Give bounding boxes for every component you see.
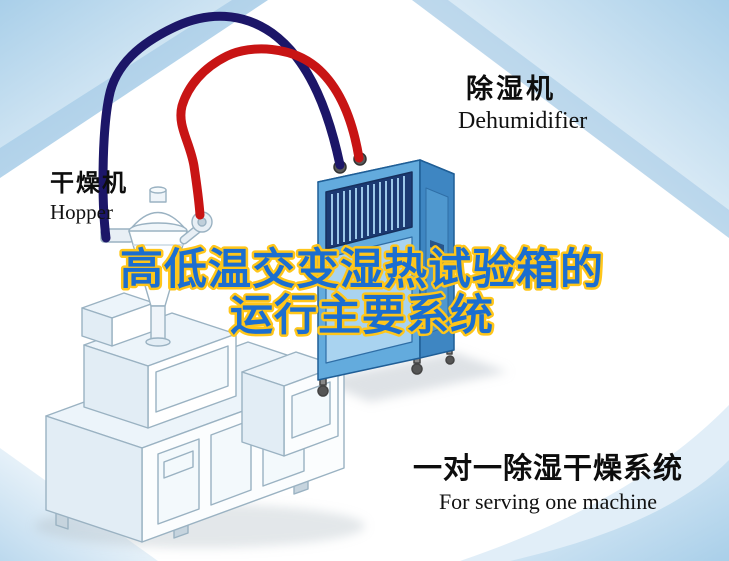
dehumidifier-label-en: Dehumidifier [458,108,588,135]
bottom-caption-cn: 一对一除湿干燥系统 [412,451,683,485]
corner-top-left [0,0,268,178]
main-title: 高低温交变湿热试验箱的 运行主要系统 [118,243,606,344]
hopper-label-en: Hopper [50,199,113,224]
dehumidifier-grille [325,171,413,250]
bottom-caption: 一对一除湿干燥系统 For serving one machine [402,451,694,515]
dehumidifier-front-panel [325,236,413,364]
return-air-pipe [98,11,345,243]
hopper-neck [150,305,166,343]
main-title-line2: 运行主要系统 [230,291,494,341]
extruder-machine [45,292,345,543]
corner-top-left-streak [0,0,268,178]
pipes [98,11,364,243]
corner-bottom-right [510,460,729,561]
dehumidifier-label-cn: 除湿机 [466,74,556,105]
dry-air-pipe [176,44,364,220]
bottom-caption-en: For serving one machine [438,489,658,515]
hopper-label-cn: 干燥机 [50,169,128,197]
corner-top-right-streak [412,0,729,238]
corner-top-right [412,0,729,238]
hopper-label: 干燥机 Hopper [50,169,128,224]
hopper-flange [145,337,171,347]
main-title-line1: 高低温交变湿热试验箱的 [120,245,604,295]
dehumidifier-label: 除湿机 Dehumidifier [458,74,587,136]
base-side [45,415,143,543]
